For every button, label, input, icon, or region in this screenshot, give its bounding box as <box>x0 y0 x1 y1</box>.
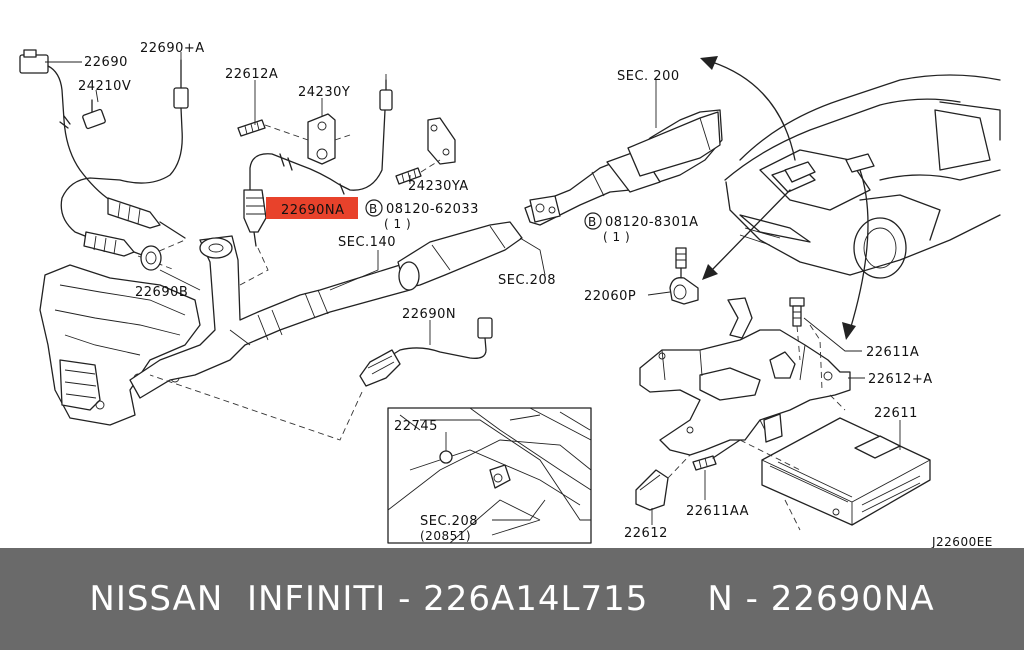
label-bolt-08120-8301a: 08120-8301A <box>605 215 699 230</box>
label-bolt-qty-2: ( 1 ) <box>603 230 630 244</box>
label-22612: 22612 <box>624 526 668 541</box>
callout-arrows <box>700 56 869 340</box>
main-exhaust-pipe <box>524 109 723 226</box>
drawing-id: J22600EE <box>931 535 993 548</box>
label-bolt-qty-1: ( 1 ) <box>384 217 411 231</box>
parts-diagram: 22690 22690+A 24210V 22612A 24230Y 22690… <box>19 41 1001 548</box>
label-22612-plus-a: 22612+A <box>868 372 933 387</box>
ecm-control-unit <box>739 394 931 531</box>
label-22611aa: 22611AA <box>686 504 749 519</box>
ecm-bracket <box>639 297 851 456</box>
front-exhaust-pipe <box>129 235 411 399</box>
inset-detail <box>387 407 592 544</box>
exhaust-manifold <box>39 264 201 426</box>
label-24210v: 24210V <box>78 79 131 94</box>
label-inset-sec-208: SEC.208 <box>420 514 478 529</box>
circle-b-2: B <box>588 215 597 229</box>
label-22060p: 22060P <box>584 289 636 304</box>
upstream-oxygen-sensor-group <box>19 49 189 271</box>
label-24230ya: 24230YA <box>408 179 469 194</box>
bolt-b-marker-2 <box>584 212 602 230</box>
part-number-banner: NISSAN INFINITI - 226A14L715 N - 22690NA <box>0 548 1024 650</box>
label-sec-208: SEC.208 <box>498 273 556 288</box>
downstream-sensor-assembly <box>237 79 456 286</box>
circle-b-1: B <box>369 202 378 216</box>
label-sec-140: SEC.140 <box>338 235 396 250</box>
label-24230y: 24230Y <box>298 85 350 100</box>
label-22690-plus-a: 22690+A <box>140 41 205 56</box>
label-bolt-08120-62033: 08120-62033 <box>386 202 479 217</box>
label-22611a: 22611A <box>866 345 919 360</box>
label-inset-20851: (20851) <box>420 529 471 543</box>
highlight-box <box>266 197 358 219</box>
rear-oxygen-sensor <box>149 317 493 441</box>
knock-sensor-assembly <box>669 247 699 305</box>
bolt-b-marker-1 <box>365 199 383 217</box>
part-number-text: NISSAN INFINITI - 226A14L715 N - 22690NA <box>89 579 935 619</box>
label-sec-200: SEC. 200 <box>617 69 680 84</box>
callout-labels: 22690 22690+A 24210V 22612A 24230Y 22690… <box>78 41 993 548</box>
label-22612a: 22612A <box>225 67 278 82</box>
vehicle-illustration <box>724 74 1001 279</box>
label-22611: 22611 <box>874 406 918 421</box>
ecm-fasteners <box>635 439 741 511</box>
leader-lines <box>45 52 901 536</box>
label-22690n: 22690N <box>402 307 456 322</box>
center-muffler <box>397 221 523 291</box>
label-22690b: 22690B <box>135 285 188 300</box>
label-22690: 22690 <box>84 55 128 70</box>
label-22690na: 22690NA <box>281 203 344 218</box>
label-22745: 22745 <box>394 419 438 434</box>
